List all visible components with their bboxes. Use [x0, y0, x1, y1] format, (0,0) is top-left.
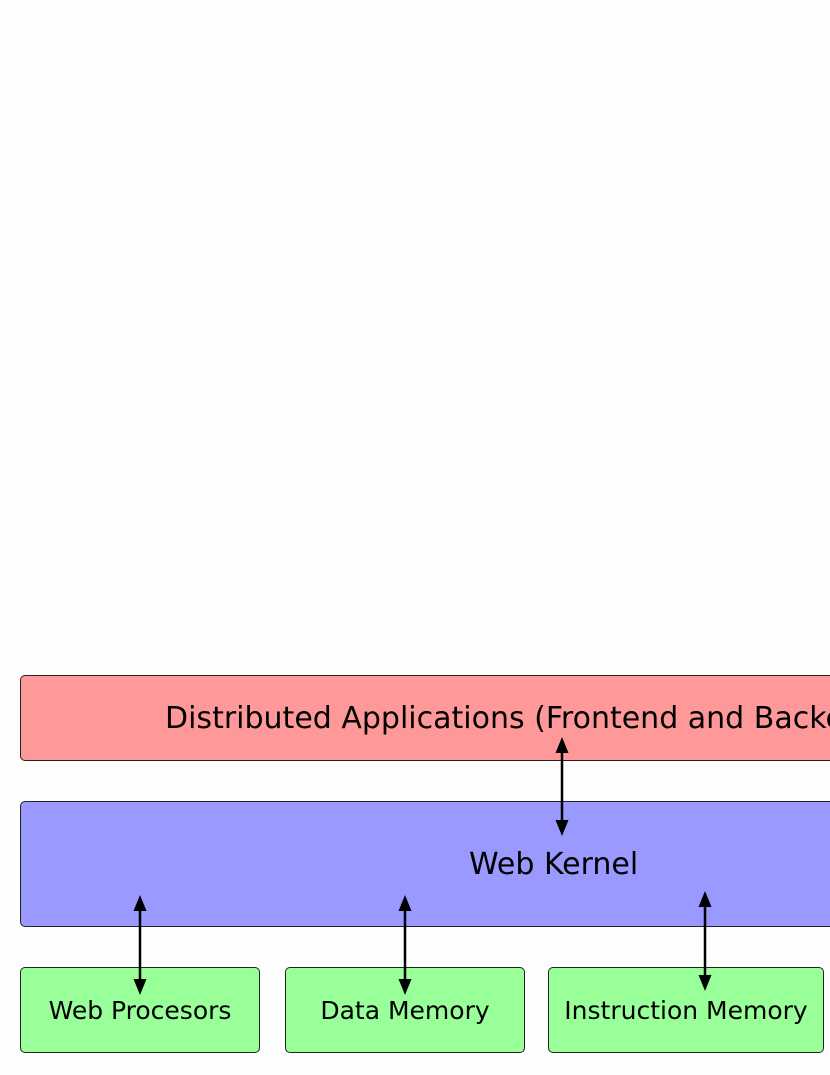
instruction-memory-label: Instruction Memory: [564, 995, 808, 1025]
data-memory-box: Data Memory: [285, 967, 525, 1053]
web-kernel-label: Web Kernel: [469, 846, 639, 882]
data-memory-label: Data Memory: [320, 995, 490, 1025]
web-processors-box: Web Procesors: [20, 967, 260, 1053]
applications-layer-label: Distributed Applications (Frontend and B…: [165, 700, 830, 736]
web-processors-label: Web Procesors: [48, 995, 232, 1025]
applications-layer-box: Distributed Applications (Frontend and B…: [20, 675, 830, 761]
instruction-memory-box: Instruction Memory: [548, 967, 824, 1053]
web-kernel-layer-box: Web Kernel: [20, 801, 830, 927]
